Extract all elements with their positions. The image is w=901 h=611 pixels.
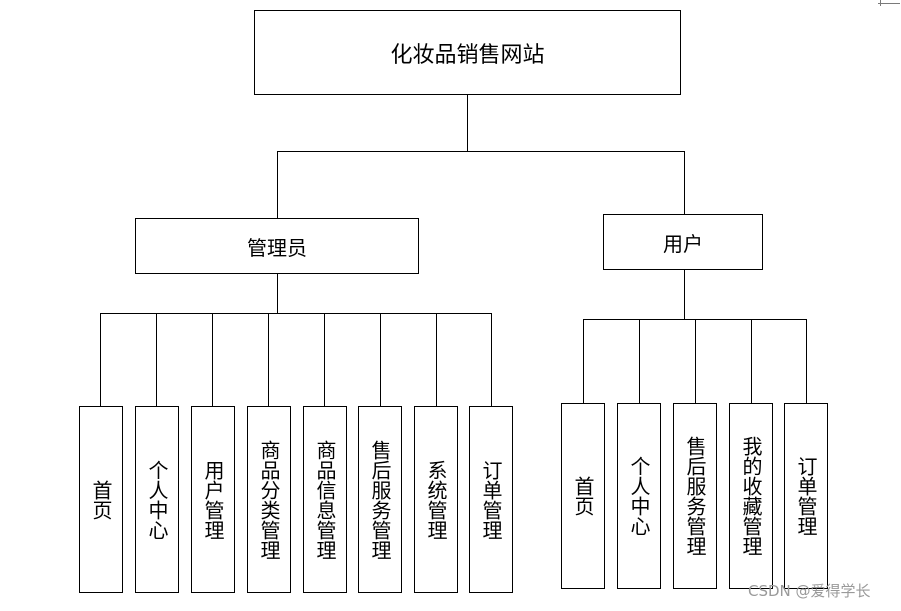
admin-leaf-home: 首页 — [79, 406, 123, 593]
user-leaf-aftersales-management: 售后服务管理 — [673, 403, 717, 589]
admin-leaf-user-management: 用户管理 — [191, 406, 235, 593]
root-node-box: 化妆品销售网站 — [254, 10, 681, 95]
admin-leaf-aftersales-management: 售后服务管理 — [358, 406, 402, 593]
user-leaf-favorites-management: 我的收藏管理 — [729, 403, 773, 589]
admin-up-connector — [277, 151, 278, 219]
admin-child-drop-2 — [156, 313, 157, 406]
user-leaf-aftersales-management-label: 售后服务管理 — [683, 436, 707, 556]
admin-leaf-system-management-label: 系统管理 — [424, 459, 448, 540]
admin-leaf-aftersales-management-label: 售后服务管理 — [368, 439, 392, 560]
admin-child-drop-6 — [380, 313, 381, 406]
user-up-connector — [684, 151, 685, 215]
user-leaf-order-management: 订单管理 — [784, 403, 828, 589]
user-child-drop-2 — [639, 319, 640, 403]
admin-leaf-home-label: 首页 — [89, 479, 113, 520]
admin-child-drop-1 — [100, 313, 101, 406]
user-node-label: 用户 — [663, 231, 703, 256]
admin-child-drop-7 — [436, 313, 437, 406]
admin-down-connector — [277, 274, 278, 314]
admin-leaf-category-management: 商品分类管理 — [247, 406, 291, 593]
admin-leaf-order-management: 订单管理 — [469, 406, 513, 593]
admin-leaf-category-management-label: 商品分类管理 — [257, 439, 281, 560]
admin-child-drop-5 — [324, 313, 325, 406]
branch-horizontal-connector — [277, 151, 685, 152]
admin-child-drop-8 — [491, 313, 492, 406]
admin-leaf-personal-center-label: 个人中心 — [145, 459, 169, 540]
user-leaf-personal-center-label: 个人中心 — [627, 456, 651, 536]
admin-leaf-product-management-label: 商品信息管理 — [313, 439, 337, 560]
admin-child-drop-4 — [268, 313, 269, 406]
root-down-connector — [467, 95, 468, 152]
admin-children-bus — [100, 313, 492, 314]
admin-leaf-user-management-label: 用户管理 — [201, 459, 225, 540]
user-down-connector — [684, 270, 685, 320]
admin-leaf-system-management: 系统管理 — [414, 406, 458, 593]
user-child-drop-3 — [695, 319, 696, 403]
admin-leaf-product-management: 商品信息管理 — [303, 406, 347, 593]
admin-node-box: 管理员 — [135, 218, 419, 274]
corner-mark-tick — [880, 0, 881, 6]
user-leaf-home-label: 首页 — [571, 476, 595, 516]
user-child-drop-4 — [751, 319, 752, 403]
user-leaf-personal-center: 个人中心 — [617, 403, 661, 589]
user-leaf-home: 首页 — [561, 403, 605, 589]
user-child-drop-1 — [583, 319, 584, 403]
admin-node-label: 管理员 — [247, 235, 307, 260]
user-child-drop-5 — [806, 319, 807, 403]
watermark-text: CSDN @爱得学长 — [748, 582, 871, 600]
user-node-box: 用户 — [603, 214, 763, 270]
root-node-label: 化妆品销售网站 — [390, 42, 545, 68]
user-leaf-order-management-label: 订单管理 — [794, 456, 818, 536]
user-leaf-favorites-management-label: 我的收藏管理 — [739, 436, 763, 556]
admin-leaf-order-management-label: 订单管理 — [479, 459, 503, 540]
admin-child-drop-3 — [212, 313, 213, 406]
corner-mark — [878, 0, 900, 4]
admin-leaf-personal-center: 个人中心 — [135, 406, 179, 593]
